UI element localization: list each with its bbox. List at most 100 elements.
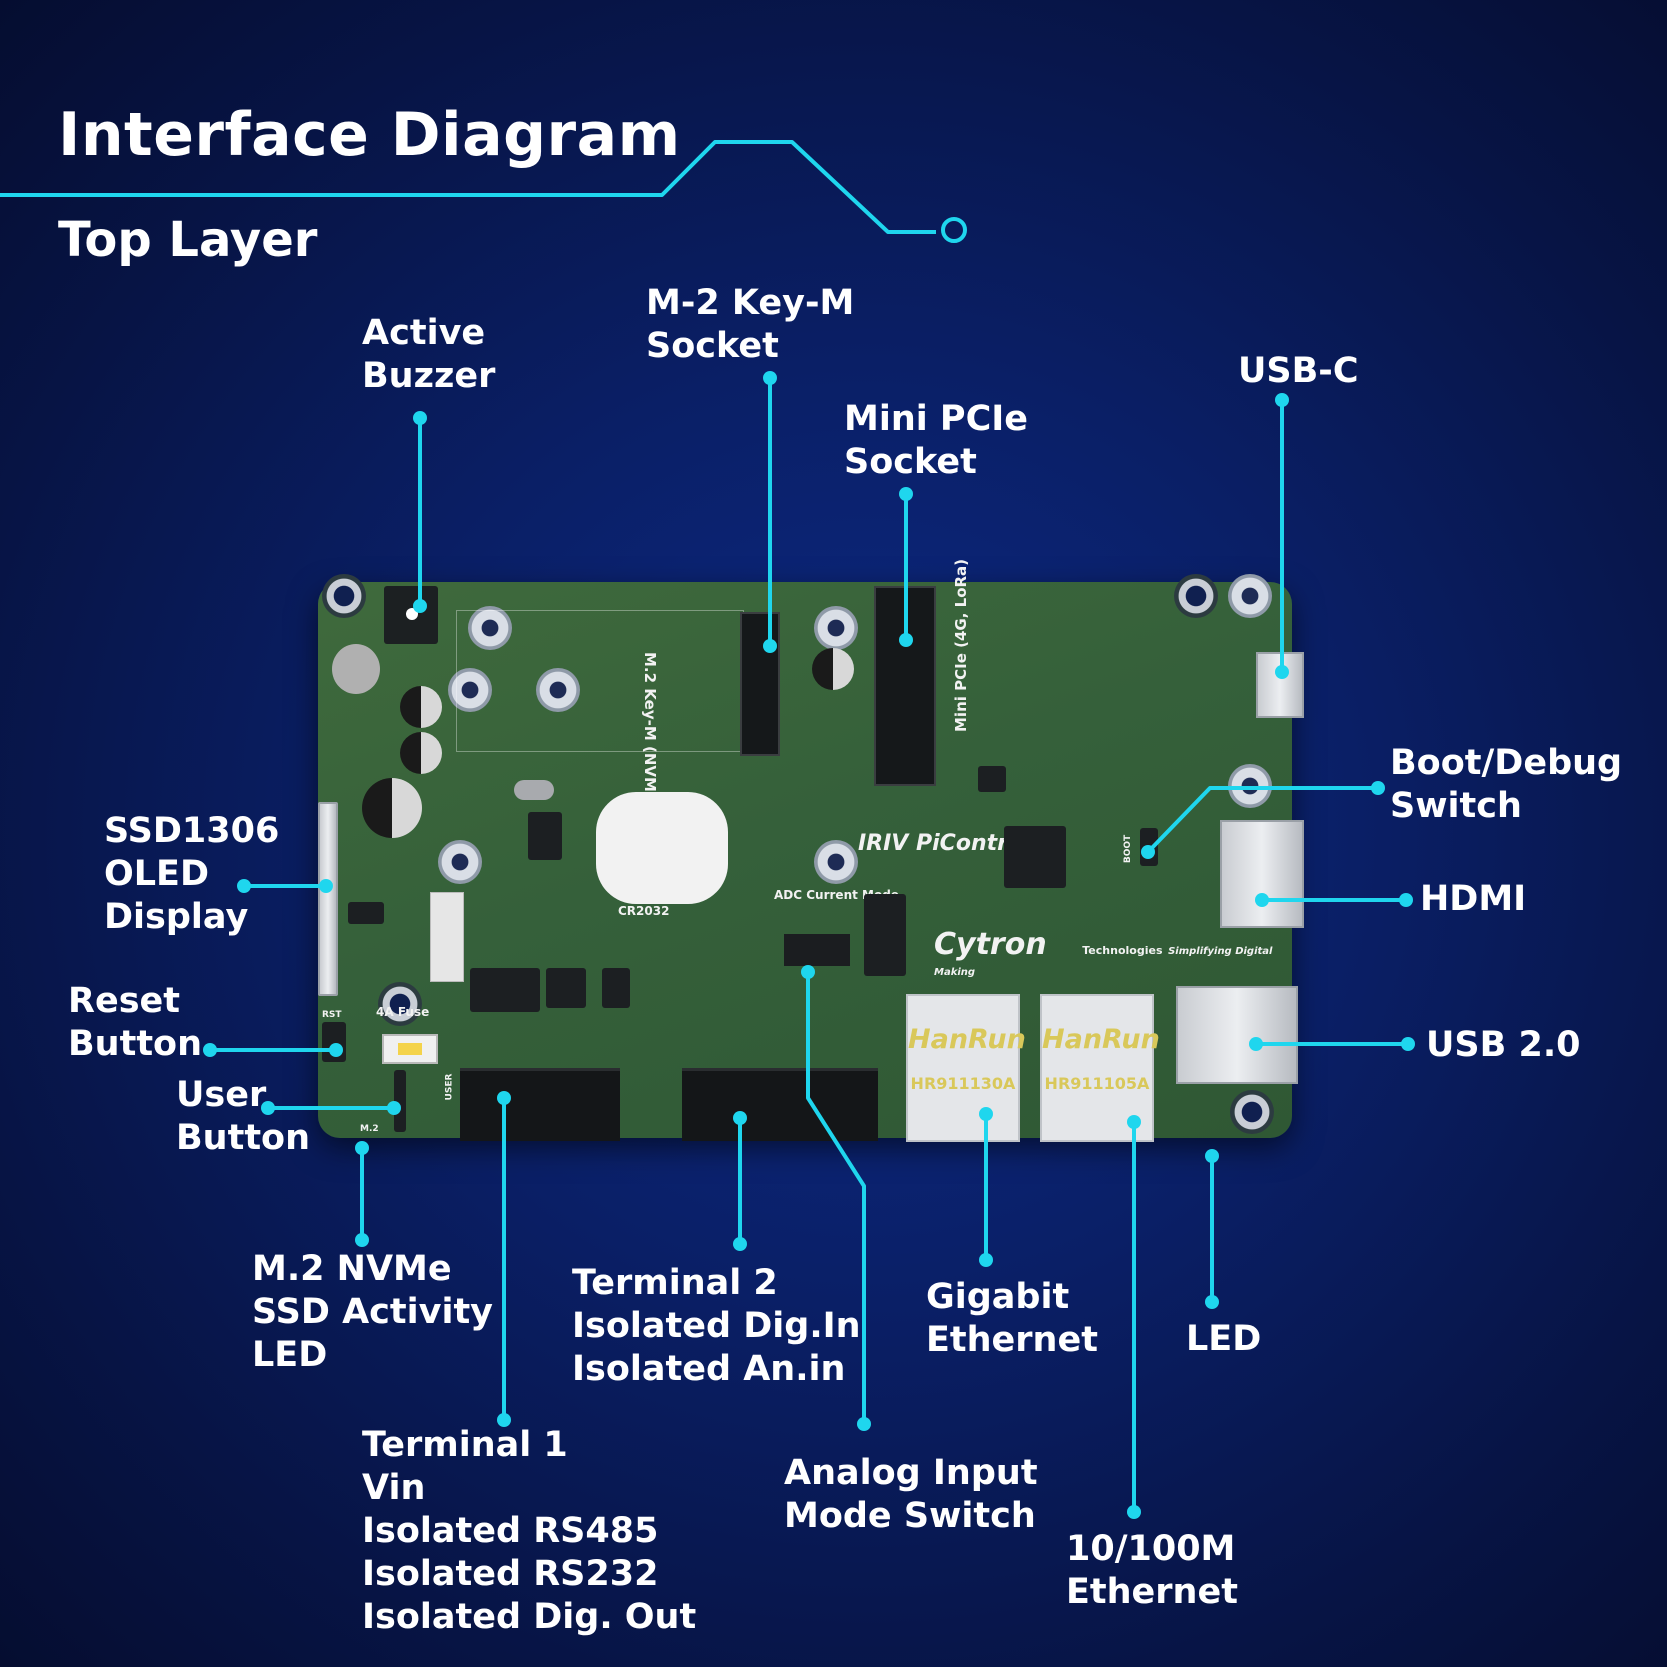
rj45-brand: HanRun bbox=[908, 1024, 1026, 1055]
ic bbox=[348, 902, 384, 924]
label-line: SSD1306 bbox=[104, 811, 280, 851]
label-line: Display bbox=[104, 897, 249, 937]
rj45-model: HR911130A bbox=[910, 1074, 1016, 1093]
label-line: Terminal 2 bbox=[572, 1263, 778, 1303]
mounting-hole bbox=[814, 606, 858, 650]
ic bbox=[978, 766, 1006, 792]
leader-active-buzzer-dot bbox=[413, 411, 427, 425]
brand-logo: Cytron Technologies Simplifying Digital … bbox=[934, 928, 1292, 981]
rst-label: RST bbox=[322, 1010, 342, 1020]
mounting-hole bbox=[438, 840, 482, 884]
mounting-hole bbox=[536, 668, 580, 712]
rj45-brand: HanRun bbox=[1042, 1024, 1160, 1055]
label-line: Gigabit bbox=[926, 1277, 1070, 1317]
label-user: User Button bbox=[176, 1074, 310, 1160]
label-line: Ethernet bbox=[1066, 1572, 1238, 1612]
leader-user-dot bbox=[261, 1101, 275, 1115]
leader-active-buzzer-dot bbox=[413, 599, 427, 613]
oled-connector bbox=[318, 802, 338, 996]
fuse bbox=[382, 1034, 438, 1064]
leader-boot-debug-dot bbox=[1141, 845, 1155, 859]
mounting-hole bbox=[1230, 1090, 1274, 1134]
leader-nvme-led-dot bbox=[355, 1233, 369, 1247]
coin-cell-holder bbox=[596, 792, 728, 904]
leader-hdmi-dot bbox=[1255, 893, 1269, 907]
leader-hdmi-dot bbox=[1399, 893, 1413, 907]
dark-module bbox=[864, 894, 906, 976]
title-decoration-ring bbox=[941, 217, 967, 243]
i2c-connector bbox=[430, 892, 464, 982]
leader-fast-ethernet-dot bbox=[1127, 1505, 1141, 1519]
label-line: Socket bbox=[646, 326, 779, 366]
leader-fast-ethernet-dot bbox=[1127, 1115, 1141, 1129]
label-usb2: USB 2.0 bbox=[1426, 1024, 1581, 1067]
leader-usb2-dot bbox=[1401, 1037, 1415, 1051]
label-line: Isolated An.in bbox=[572, 1349, 846, 1389]
capacitor bbox=[812, 648, 854, 690]
leader-analog-switch-dot bbox=[801, 965, 815, 979]
product-line: IRIV bbox=[858, 831, 909, 856]
leader-reset-dot bbox=[329, 1043, 343, 1057]
label-line: Isolated RS485 bbox=[362, 1511, 659, 1551]
usb2-port bbox=[1176, 986, 1298, 1084]
user-button bbox=[394, 1070, 406, 1132]
leader-analog-switch-dot bbox=[857, 1417, 871, 1431]
label-nvme-led: M.2 NVMe SSD Activity LED bbox=[252, 1248, 493, 1377]
mounting-hole bbox=[322, 574, 366, 618]
label-line: Terminal 1 bbox=[362, 1425, 568, 1465]
page-title: Interface Diagram bbox=[58, 100, 681, 170]
label-line: Vin bbox=[362, 1468, 426, 1508]
mounting-hole bbox=[1174, 574, 1218, 618]
leader-led-dot bbox=[1205, 1295, 1219, 1309]
leader-boot-debug-dot bbox=[1371, 781, 1385, 795]
leader-gigabit-dot bbox=[979, 1107, 993, 1121]
title-underline bbox=[0, 140, 936, 234]
mounting-hole bbox=[814, 840, 858, 884]
leader-oled-dot bbox=[237, 879, 251, 893]
page-subtitle: Top Layer bbox=[58, 212, 318, 268]
leader-mini-pcie-dot bbox=[899, 633, 913, 647]
ic bbox=[546, 968, 586, 1008]
label-line: USB 2.0 bbox=[1426, 1025, 1581, 1065]
leader-m2-socket-dot bbox=[763, 371, 777, 385]
leader-terminal-1-dot bbox=[497, 1091, 511, 1105]
label-line: USB-C bbox=[1238, 351, 1359, 391]
brand-sub: Technologies bbox=[1082, 944, 1163, 957]
label-line: Button bbox=[68, 1024, 203, 1064]
adc-line: ADC bbox=[774, 888, 803, 902]
label-line: Buzzer bbox=[362, 356, 496, 396]
label-line: M.2 NVMe bbox=[252, 1249, 452, 1289]
label-active-buzzer: Active Buzzer bbox=[362, 312, 495, 398]
label-m2-socket: M-2 Key-M Socket bbox=[646, 282, 854, 368]
label-line: Isolated RS232 bbox=[362, 1554, 659, 1594]
fuse-label: 4A Fuse bbox=[376, 1006, 429, 1019]
label-line: Boot/Debug bbox=[1390, 743, 1623, 783]
main-processor bbox=[1004, 826, 1066, 888]
mounting-hole bbox=[378, 982, 422, 1026]
label-fast-ethernet: 10/100M Ethernet bbox=[1066, 1528, 1238, 1614]
terminal-block-1 bbox=[460, 1068, 620, 1141]
buzzer-hole bbox=[406, 608, 418, 620]
mounting-hole bbox=[468, 606, 512, 650]
label-line: Ethernet bbox=[926, 1320, 1098, 1360]
battery-label: CR2032 bbox=[618, 904, 670, 918]
label-line: 10/100M bbox=[1066, 1529, 1236, 1569]
label-line: M-2 Key-M bbox=[646, 283, 855, 323]
brand-tagline: Simplifying Digital Making bbox=[934, 946, 1273, 978]
label-line: User bbox=[176, 1075, 267, 1115]
leader-nvme-led-dot bbox=[355, 1141, 369, 1155]
terminal-block-2 bbox=[682, 1068, 878, 1141]
label-terminal-1: Terminal 1 Vin Isolated RS485 Isolated R… bbox=[362, 1424, 696, 1639]
leader-terminal-2-dot bbox=[733, 1111, 747, 1125]
label-line: Mode Switch bbox=[784, 1496, 1036, 1536]
m2-led-silk: M.2 bbox=[360, 1124, 379, 1134]
inductor bbox=[332, 644, 380, 694]
leader-gigabit-dot bbox=[979, 1253, 993, 1267]
dip-switch bbox=[784, 934, 850, 966]
label-boot-debug: Boot/Debug Switch bbox=[1390, 742, 1622, 828]
label-led: LED bbox=[1186, 1318, 1261, 1361]
leader-user-dot bbox=[387, 1101, 401, 1115]
label-line: Mini PCIe bbox=[844, 399, 1029, 439]
label-line: LED bbox=[1186, 1319, 1262, 1359]
